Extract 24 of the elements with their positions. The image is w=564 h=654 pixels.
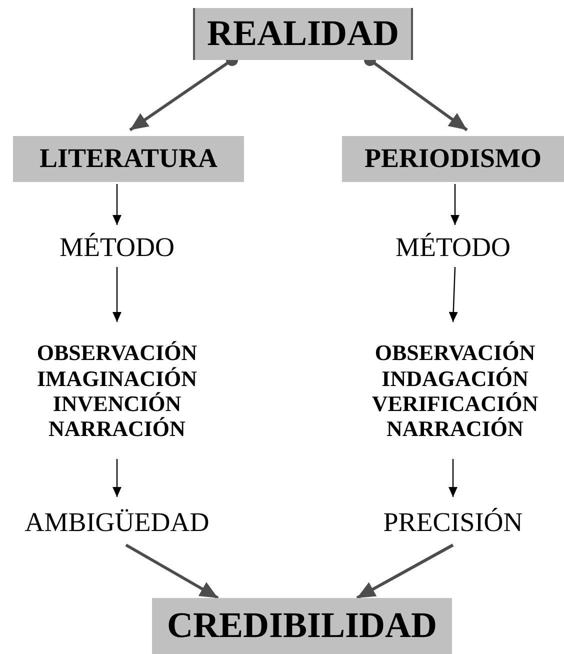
list-item: OBSERVACIÓN <box>374 340 536 366</box>
list-item: INDAGACIÓN <box>382 366 528 391</box>
step-label: MÉTODO <box>47 231 187 265</box>
list-item: OBSERVACIÓN <box>36 340 198 366</box>
arrow <box>112 459 122 497</box>
list-item: IMAGINACIÓN <box>36 366 198 391</box>
step-label: MÉTODO <box>383 231 523 265</box>
arrow <box>448 266 458 322</box>
heading-box: PERIODISMO <box>342 136 564 182</box>
heading-box: REALIDAD <box>193 8 413 60</box>
arrow <box>112 267 122 322</box>
list-item: NARRACIÓN <box>48 416 186 442</box>
step-label: PRECISIÓN <box>368 505 538 541</box>
list-item: NARRACIÓN <box>386 416 524 442</box>
list-item: INVENCIÓN <box>52 391 182 416</box>
step-label: AMBIGÜEDAD <box>0 505 234 541</box>
heading-box: CREDIBILIDAD <box>152 598 452 654</box>
list-item: VERIFICACIÓN <box>372 391 538 416</box>
arrow <box>356 544 454 600</box>
heading-box: LITERATURA <box>13 136 244 182</box>
arrow <box>112 184 122 225</box>
arrow <box>450 184 460 225</box>
arrow <box>448 459 458 497</box>
arrow <box>125 544 219 600</box>
